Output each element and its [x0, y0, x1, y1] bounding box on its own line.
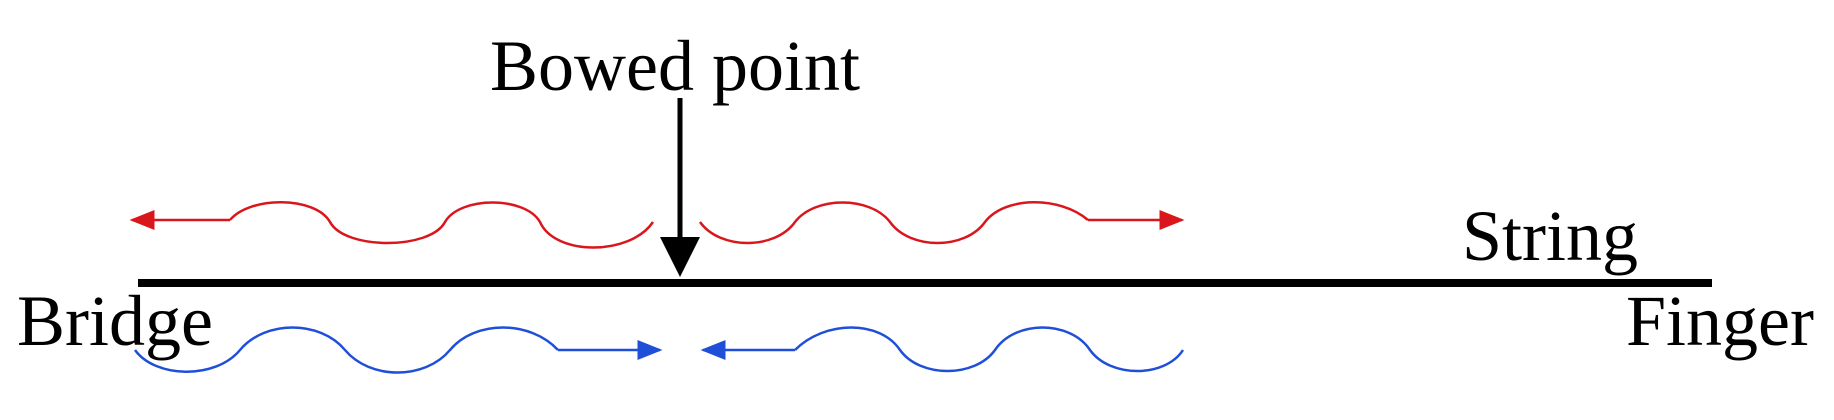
- string-label: String: [1462, 196, 1638, 276]
- bridge-label: Bridge: [17, 281, 213, 361]
- red-wave-right: [698, 201, 1089, 245]
- blue-wave-right: [794, 326, 1185, 373]
- bowed-point-label: Bowed point: [490, 26, 860, 106]
- blue-wave-left: [133, 326, 559, 374]
- red-wave-left: [229, 201, 655, 249]
- finger-label: Finger: [1626, 281, 1814, 361]
